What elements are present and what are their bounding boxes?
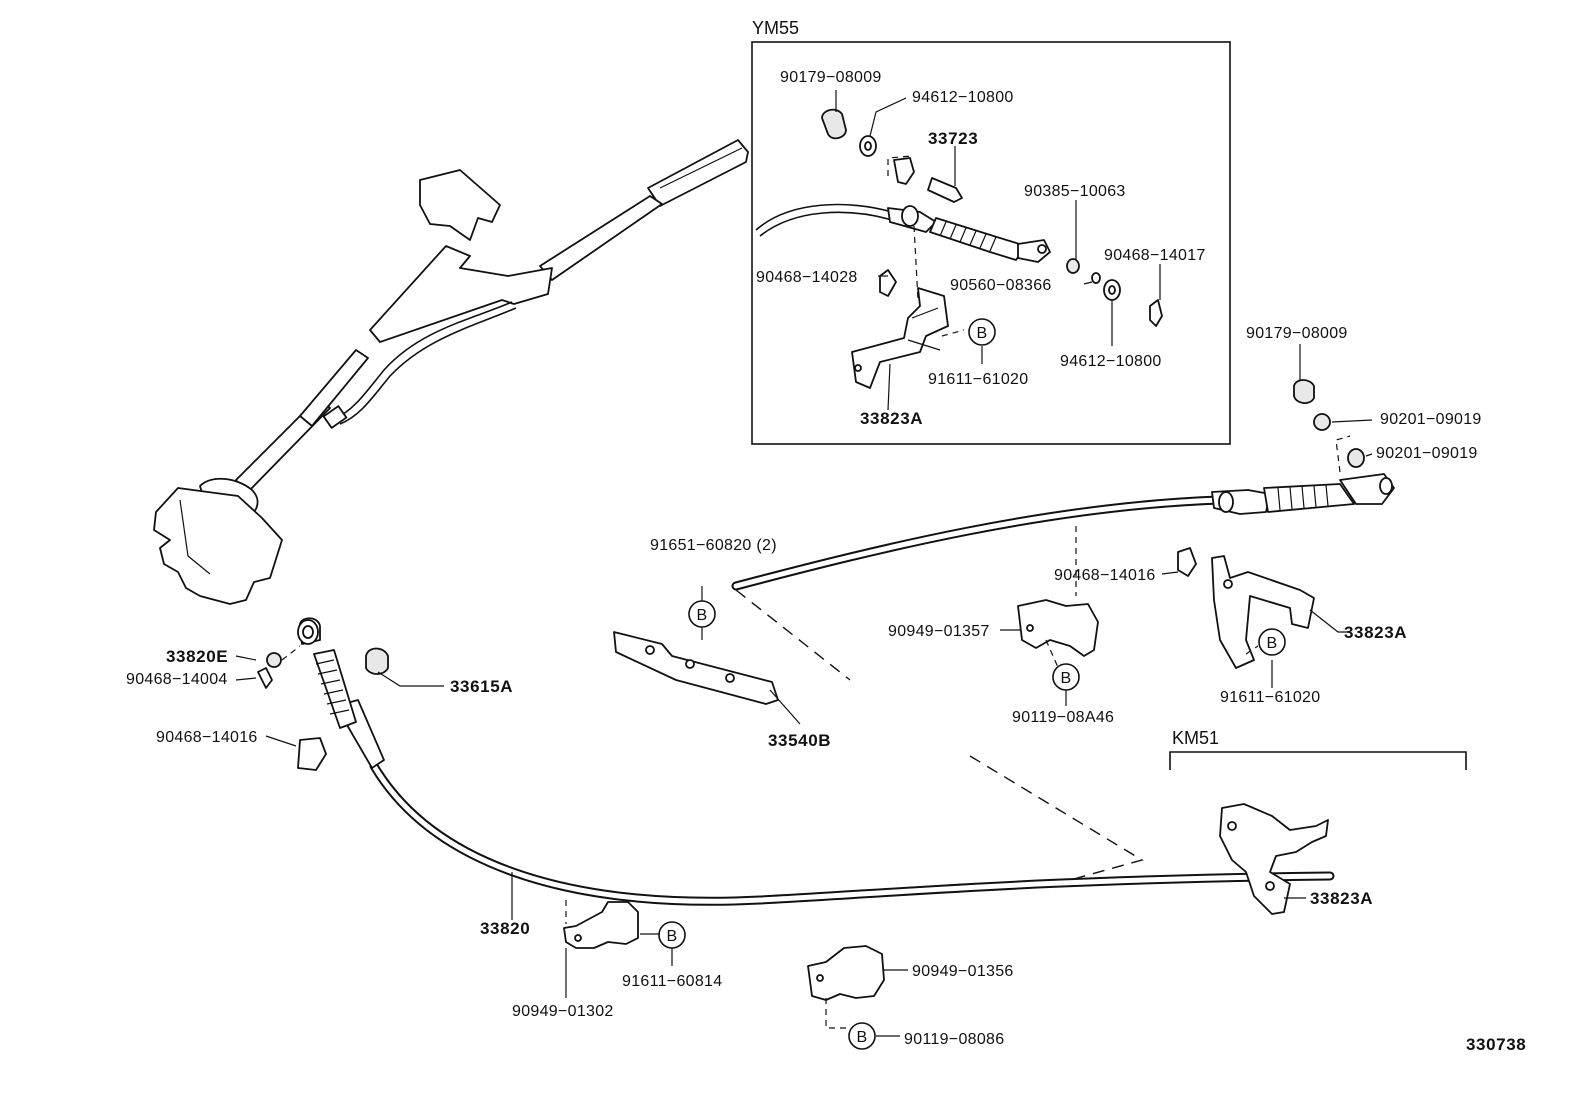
label-94612-10800-b: 94612−10800 (1060, 353, 1162, 370)
svg-text:B: B (1061, 670, 1072, 687)
label-90468-14016-b: 90468−14016 (156, 729, 258, 746)
upper-cable (731, 344, 1395, 596)
label-90949-01357: 90949−01357 (888, 623, 990, 640)
km51-section-label: KM51 (1172, 728, 1219, 748)
label-33823A-c: 33823A (1310, 889, 1373, 908)
ym55-inset: YM55 (751, 18, 1231, 445)
label-90468-14017: 90468−14017 (1104, 247, 1206, 264)
svg-text:B: B (1267, 635, 1278, 652)
label-33820: 33820 (480, 919, 530, 938)
clamp-90949-01357 (1000, 599, 1099, 706)
ym55-section-label: YM55 (752, 18, 799, 38)
label-90201-09019: 90201−09019 (1380, 411, 1482, 428)
svg-text:B: B (857, 1029, 868, 1046)
svg-text:B: B (977, 325, 988, 342)
label-90949-01356: 90949−01356 (912, 963, 1014, 980)
b-marker: B (1052, 663, 1080, 691)
label-94612-10800: 94612−10800 (912, 89, 1014, 106)
b-marker: B (1258, 628, 1286, 656)
label-90560-08366: 90560−08366 (950, 277, 1052, 294)
clamp-90949-01356 (807, 945, 908, 1037)
label-91611-61020-b: 91611−61020 (1220, 689, 1320, 706)
label-33823A: 33823A (860, 409, 923, 428)
label-33615A: 33615A (450, 677, 513, 696)
label-90468-14004: 90468−14004 (126, 671, 228, 688)
label-90179-08009: 90179−08009 (780, 69, 882, 86)
b-marker: B (658, 921, 686, 949)
bracket-33540B (613, 586, 801, 725)
routing-line-2 (969, 755, 1144, 881)
label-33540B: 33540B (768, 731, 831, 750)
label-90949-01302: 90949−01302 (512, 1003, 614, 1020)
b-marker: B (688, 600, 716, 628)
label-91611-60814: 91611−60814 (622, 973, 722, 990)
shift-lever-assembly (153, 139, 749, 605)
svg-text:B: B (697, 607, 708, 624)
b-marker: B (848, 1022, 876, 1050)
label-91651-60820: 91651−60820 (2) (650, 537, 777, 554)
label-90119-08A46: 90119−08A46 (1012, 709, 1114, 726)
svg-text:B: B (667, 928, 678, 945)
label-91611-61020: 91611−61020 (928, 371, 1028, 388)
label-90179-08009-b: 90179−08009 (1246, 325, 1348, 342)
label-90201-09019-b: 90201−09019 (1376, 445, 1478, 462)
lower-cable-33820 (235, 617, 1335, 920)
label-90468-14016: 90468−14016 (1054, 567, 1156, 584)
label-90468-14028: 90468−14028 (756, 269, 858, 286)
label-33820E: 33820E (166, 647, 228, 666)
bracket-33823A-right (1161, 547, 1348, 688)
diagram-id: 330738 (1466, 1035, 1526, 1054)
km51-section: KM51 (1169, 728, 1467, 915)
label-33823A-b: 33823A (1344, 623, 1407, 642)
clamp-90949-01302 (563, 900, 673, 998)
b-markers: B B B B B B (658, 318, 1286, 1050)
routing-line-1 (735, 589, 851, 681)
label-90119-08086: 90119−08086 (904, 1031, 1004, 1048)
label-90385-10063: 90385−10063 (1024, 183, 1126, 200)
b-marker: B (968, 318, 996, 346)
part-labels: 90179−08009 94612−10800 33723 90385−1006… (126, 69, 1526, 1054)
label-33723: 33723 (928, 129, 978, 148)
